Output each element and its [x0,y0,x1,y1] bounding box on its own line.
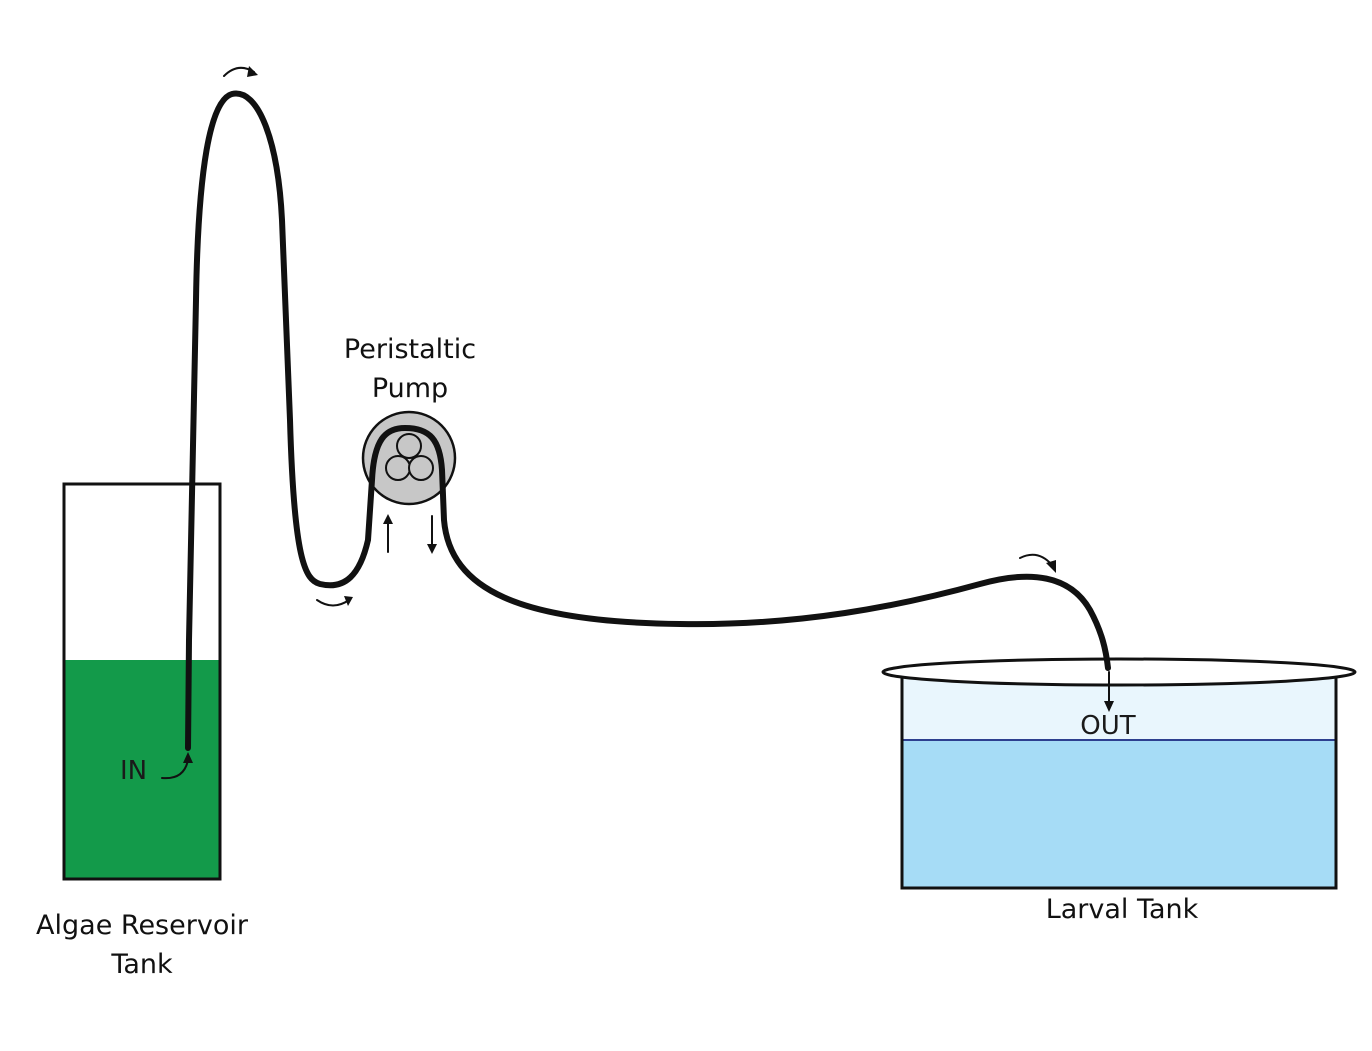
out-arrowhead-icon [1104,701,1114,712]
flow-arrowhead-icon-crest [1046,560,1056,573]
reservoir-outline [62,482,222,881]
in-flow-arrow [161,759,189,780]
larval-tank-rim [881,657,1357,687]
flow-direction-arrow-bottom [316,599,350,607]
out-label: OUT [1080,711,1135,741]
reservoir-label-line2: Tank [110,949,173,980]
larval-water [902,740,1336,888]
larval-tank-label: Larval Tank [1046,894,1199,925]
roller-icon-left [385,455,411,481]
larval-tank-walls [900,676,1338,890]
flow-arrowhead-icon-pump-out [427,544,437,554]
algae-reservoir-tank: Algae Reservoir Tank IN [36,482,249,980]
pump-label-line1: Peristaltic [344,334,476,365]
larval-tank: Larval Tank OUT [881,657,1357,925]
roller-icon-right [408,455,434,481]
roller-icon-top [396,433,422,459]
in-arrowhead-icon [183,752,193,763]
pump-label-line2: Pump [372,373,448,404]
in-label: IN [120,756,147,786]
flow-arrowhead-icon-pump-in [383,514,393,524]
flow-arrows [223,66,1056,607]
peristaltic-pump: Peristaltic Pump [344,334,476,506]
reservoir-label-line1: Algae Reservoir [36,910,249,941]
flow-arrowhead-icon-top [247,66,258,77]
flow-arrowhead-icon-bottom [344,596,353,606]
algae-water [64,660,220,879]
feed-tube [185,90,1111,751]
